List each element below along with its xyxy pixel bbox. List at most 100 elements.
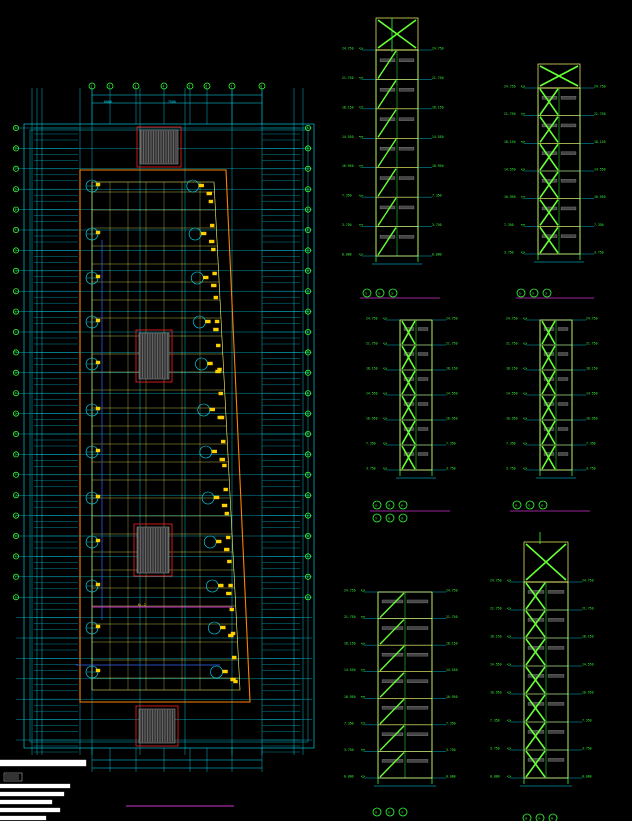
panel-tag <box>557 452 569 456</box>
axis-bubble-icon <box>12 226 19 233</box>
cross-brace <box>401 345 416 370</box>
axis-bubble-label: ② <box>378 292 381 296</box>
cross-brace <box>541 320 556 345</box>
column-tag <box>95 274 101 279</box>
panel-tag <box>379 117 396 121</box>
panel-tag <box>560 206 577 211</box>
column-tag <box>222 669 228 674</box>
elev-level-text-left: 10.950 <box>366 417 378 421</box>
diagonal-brace <box>379 619 405 645</box>
panel-tag <box>417 352 429 356</box>
axis-bubble-label: X <box>307 555 309 559</box>
elevation-triangle-icon <box>522 342 528 346</box>
cross-brace <box>541 445 556 470</box>
axis-bubble-label: ⑦ <box>375 517 378 521</box>
cross-brace <box>541 395 556 420</box>
cross-brace <box>525 638 546 666</box>
elev-level-text-right: 14.550 <box>446 392 458 396</box>
cross-brace <box>401 370 416 395</box>
axis-bubble-label: ⑦ <box>401 811 404 815</box>
stair-core-lower <box>133 523 173 577</box>
axis-bubble-label: Q <box>15 412 17 416</box>
panel-tag <box>527 646 545 650</box>
axis-bubble-label: E <box>15 208 17 212</box>
elev-level-text-right: 18.150 <box>594 140 606 144</box>
title-logo-box <box>3 772 23 782</box>
axis-bubble-label: F <box>15 228 17 232</box>
elevation-triangle-icon <box>382 317 388 321</box>
panel-tag <box>557 327 569 331</box>
elevation-triangle-icon <box>360 642 366 646</box>
axis-bubble-label: ⑩ <box>551 817 554 821</box>
axis-bubble-label: Q <box>307 412 309 416</box>
axis-bubble-label: ④ <box>375 504 378 508</box>
diagonal-brace <box>377 197 397 226</box>
elev-level-text-left: 21.750 <box>342 76 354 80</box>
panel-tag <box>417 402 429 406</box>
elev-level-text-left: 10.950 <box>506 417 518 421</box>
diagonal-brace <box>379 645 405 672</box>
axis-bubble-label: M <box>15 351 17 355</box>
panel-tag <box>379 235 396 239</box>
axis-bubble-icon <box>548 813 558 821</box>
elevation-triangle-icon <box>506 635 512 639</box>
panel-tag <box>417 377 429 381</box>
elev-level-text-right: 21.750 <box>446 615 458 619</box>
axis-bubble-label: K <box>307 310 309 314</box>
elev-level-text-right: 14.550 <box>432 135 444 139</box>
stair-core-bottom <box>135 705 179 747</box>
elev-level-text-right: 3.750 <box>594 251 604 255</box>
cross-brace <box>525 750 546 778</box>
panel-tag <box>541 234 558 238</box>
dimension-callout <box>221 439 226 444</box>
elev-level-text-left: 3.750 <box>342 223 352 227</box>
axis-bubble-label: C <box>15 167 17 171</box>
axis-bubble-label: 5 <box>188 84 190 88</box>
axis-bubble-icon <box>375 288 385 298</box>
elev-level-text-right: 24.750 <box>432 47 444 51</box>
cross-brace <box>401 320 416 345</box>
axis-bubble-label: B <box>15 147 17 151</box>
cross-brace <box>539 88 559 116</box>
panel-tag <box>560 123 577 128</box>
axis-bubble-label: L <box>307 330 309 334</box>
elevation-triangle-icon <box>358 47 364 51</box>
elev-level-text-left: 24.750 <box>342 47 354 51</box>
elevation-triangle-icon <box>382 442 388 446</box>
panel-tag <box>406 599 429 604</box>
panel-tag <box>379 147 396 151</box>
axis-bubble-icon <box>372 500 382 510</box>
axis-bubble-icon <box>12 349 19 356</box>
axis-bubble-label: ⑤ <box>388 504 391 508</box>
axis-bubble-icon <box>385 807 395 817</box>
column-tag <box>220 625 226 630</box>
axis-bubble-label: T <box>307 473 309 477</box>
elev-level-text-right: 7.350 <box>446 721 456 725</box>
axis-bubble-label: ④ <box>515 504 518 508</box>
axis-bubble-icon <box>132 82 140 90</box>
axis-bubble-icon <box>12 145 19 152</box>
axis-bubble-label: ⑨ <box>401 517 404 521</box>
panel-tag <box>417 427 429 431</box>
axis-bubble-icon <box>304 512 311 519</box>
panel-tag <box>398 58 415 62</box>
elev-level-text-left: 24.750 <box>344 589 356 593</box>
panel-tag <box>406 706 429 710</box>
elev-level-text-left: 3.750 <box>506 467 516 471</box>
axis-bubble-label: ② <box>532 292 535 296</box>
elevation-triangle-icon <box>360 589 366 593</box>
elevation-triangle-icon <box>360 696 366 699</box>
column-tag <box>95 494 101 499</box>
axis-bubble-label: K <box>15 310 17 314</box>
axis-bubble-label: A <box>15 126 17 130</box>
dimension-callout <box>223 487 228 492</box>
axis-bubble-icon <box>12 165 19 172</box>
axis-bubble-icon <box>304 573 311 580</box>
axis-bubble-icon <box>258 82 266 90</box>
cross-brace <box>541 420 556 445</box>
cross-brace <box>539 199 559 226</box>
panel-tag <box>406 679 429 683</box>
elev-level-text-left: 24.750 <box>490 579 502 583</box>
